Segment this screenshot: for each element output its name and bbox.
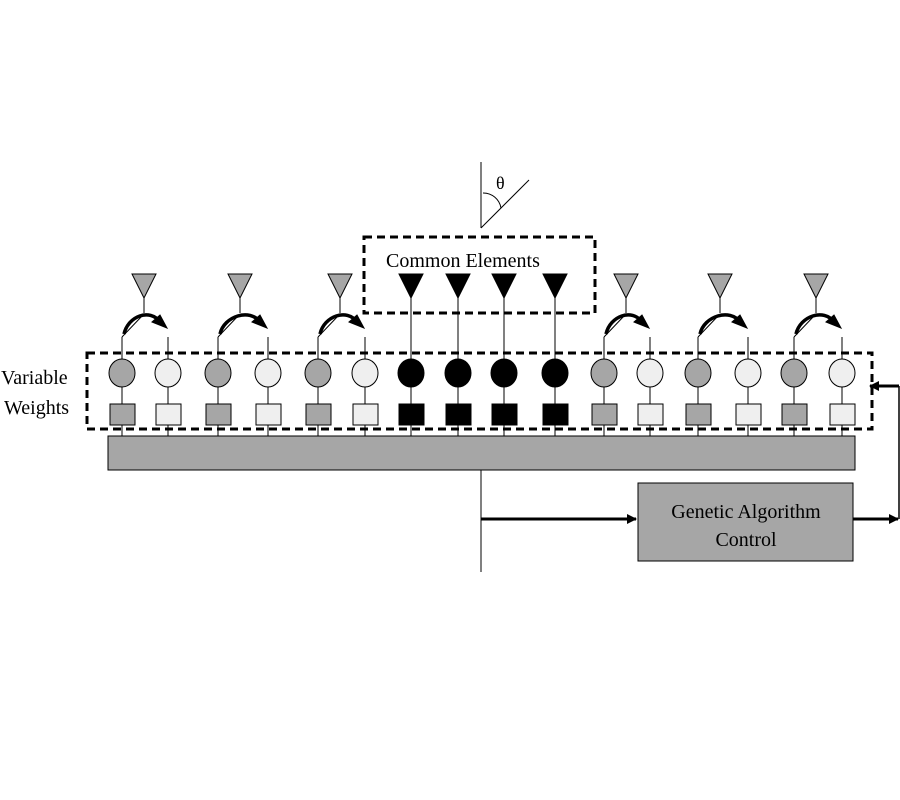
angle-arc: [482, 192, 502, 209]
switch-arrow: [122, 313, 162, 335]
switchable-antenna-icon: [227, 273, 253, 300]
variable-weight-square: [305, 403, 332, 426]
switch-arrowhead-icon: [251, 314, 269, 329]
variable-weight-square: [255, 403, 282, 426]
variable-weight-circle: [828, 358, 856, 388]
common-weight-circle: [541, 358, 569, 388]
genetic-algorithm-control-box[interactable]: [637, 482, 854, 562]
switch-arrow: [698, 313, 742, 335]
variable-weight-square: [205, 403, 232, 426]
variable-weight-circle: [780, 358, 808, 388]
element-columns: [108, 273, 856, 436]
common-elements-label: Common Elements: [386, 250, 540, 272]
switch-arrow: [218, 313, 262, 335]
variable-weight-circle: [636, 358, 664, 388]
angle-indicator: θ: [480, 162, 530, 229]
switchable-antenna-icon: [707, 273, 733, 300]
variable-weight-square: [591, 403, 618, 426]
controller-label-line2: Control: [715, 529, 777, 551]
variable-weight-circle: [254, 358, 282, 388]
common-weight-circle: [397, 358, 425, 388]
common-weight-square: [398, 403, 425, 426]
variable-weight-square: [109, 403, 136, 426]
variable-weight-square: [155, 403, 182, 426]
common-antenna-icon: [542, 273, 568, 300]
common-weight-square: [445, 403, 472, 426]
switch-arrow: [318, 313, 359, 335]
variable-weight-square: [352, 403, 379, 426]
variable-weight-square: [685, 403, 712, 426]
variable-weight-circle: [684, 358, 712, 388]
switch-arrowhead-icon: [825, 314, 843, 329]
variable-weight-circle: [351, 358, 379, 388]
common-weight-circle: [490, 358, 518, 388]
variable-weight-square: [637, 403, 664, 426]
switchable-antenna-icon: [613, 273, 639, 300]
switchable-antenna-icon: [327, 273, 353, 300]
common-weight-square: [491, 403, 518, 426]
switch-arrowhead-icon: [731, 314, 749, 329]
variable-weight-circle: [108, 358, 136, 388]
variable-weight-circle: [734, 358, 762, 388]
variable-weights-label-line1: Variable: [1, 367, 68, 389]
variable-weight-square: [781, 403, 808, 426]
common-antenna-icon: [398, 273, 424, 300]
switch-arrow: [604, 313, 644, 335]
common-weight-square: [542, 403, 569, 426]
combiner-bar: [107, 435, 856, 471]
variable-weight-circle: [304, 358, 332, 388]
switch-arrowhead-icon: [633, 314, 651, 329]
common-antenna-icon: [491, 273, 517, 300]
common-weight-circle: [444, 358, 472, 388]
common-antenna-icon: [445, 273, 471, 300]
variable-weights-group: [85, 351, 874, 431]
variable-weights-label-line2: Weights: [4, 397, 69, 419]
switch-arrowhead-icon: [348, 314, 366, 329]
variable-weight-square: [829, 403, 856, 426]
switch-arrow: [794, 313, 836, 335]
variable-weight-circle: [154, 358, 182, 388]
switchable-antenna-icon: [803, 273, 829, 300]
common-elements-group: [362, 235, 597, 315]
switchable-antenna-icon: [131, 273, 157, 300]
switch-arrowhead-icon: [151, 314, 169, 329]
controller-label-line1: Genetic Algorithm: [671, 501, 821, 523]
direction-line: [480, 179, 530, 229]
angle-label: θ: [496, 173, 505, 193]
variable-weight-circle: [204, 358, 232, 388]
variable-weight-circle: [590, 358, 618, 388]
variable-weight-square: [735, 403, 762, 426]
